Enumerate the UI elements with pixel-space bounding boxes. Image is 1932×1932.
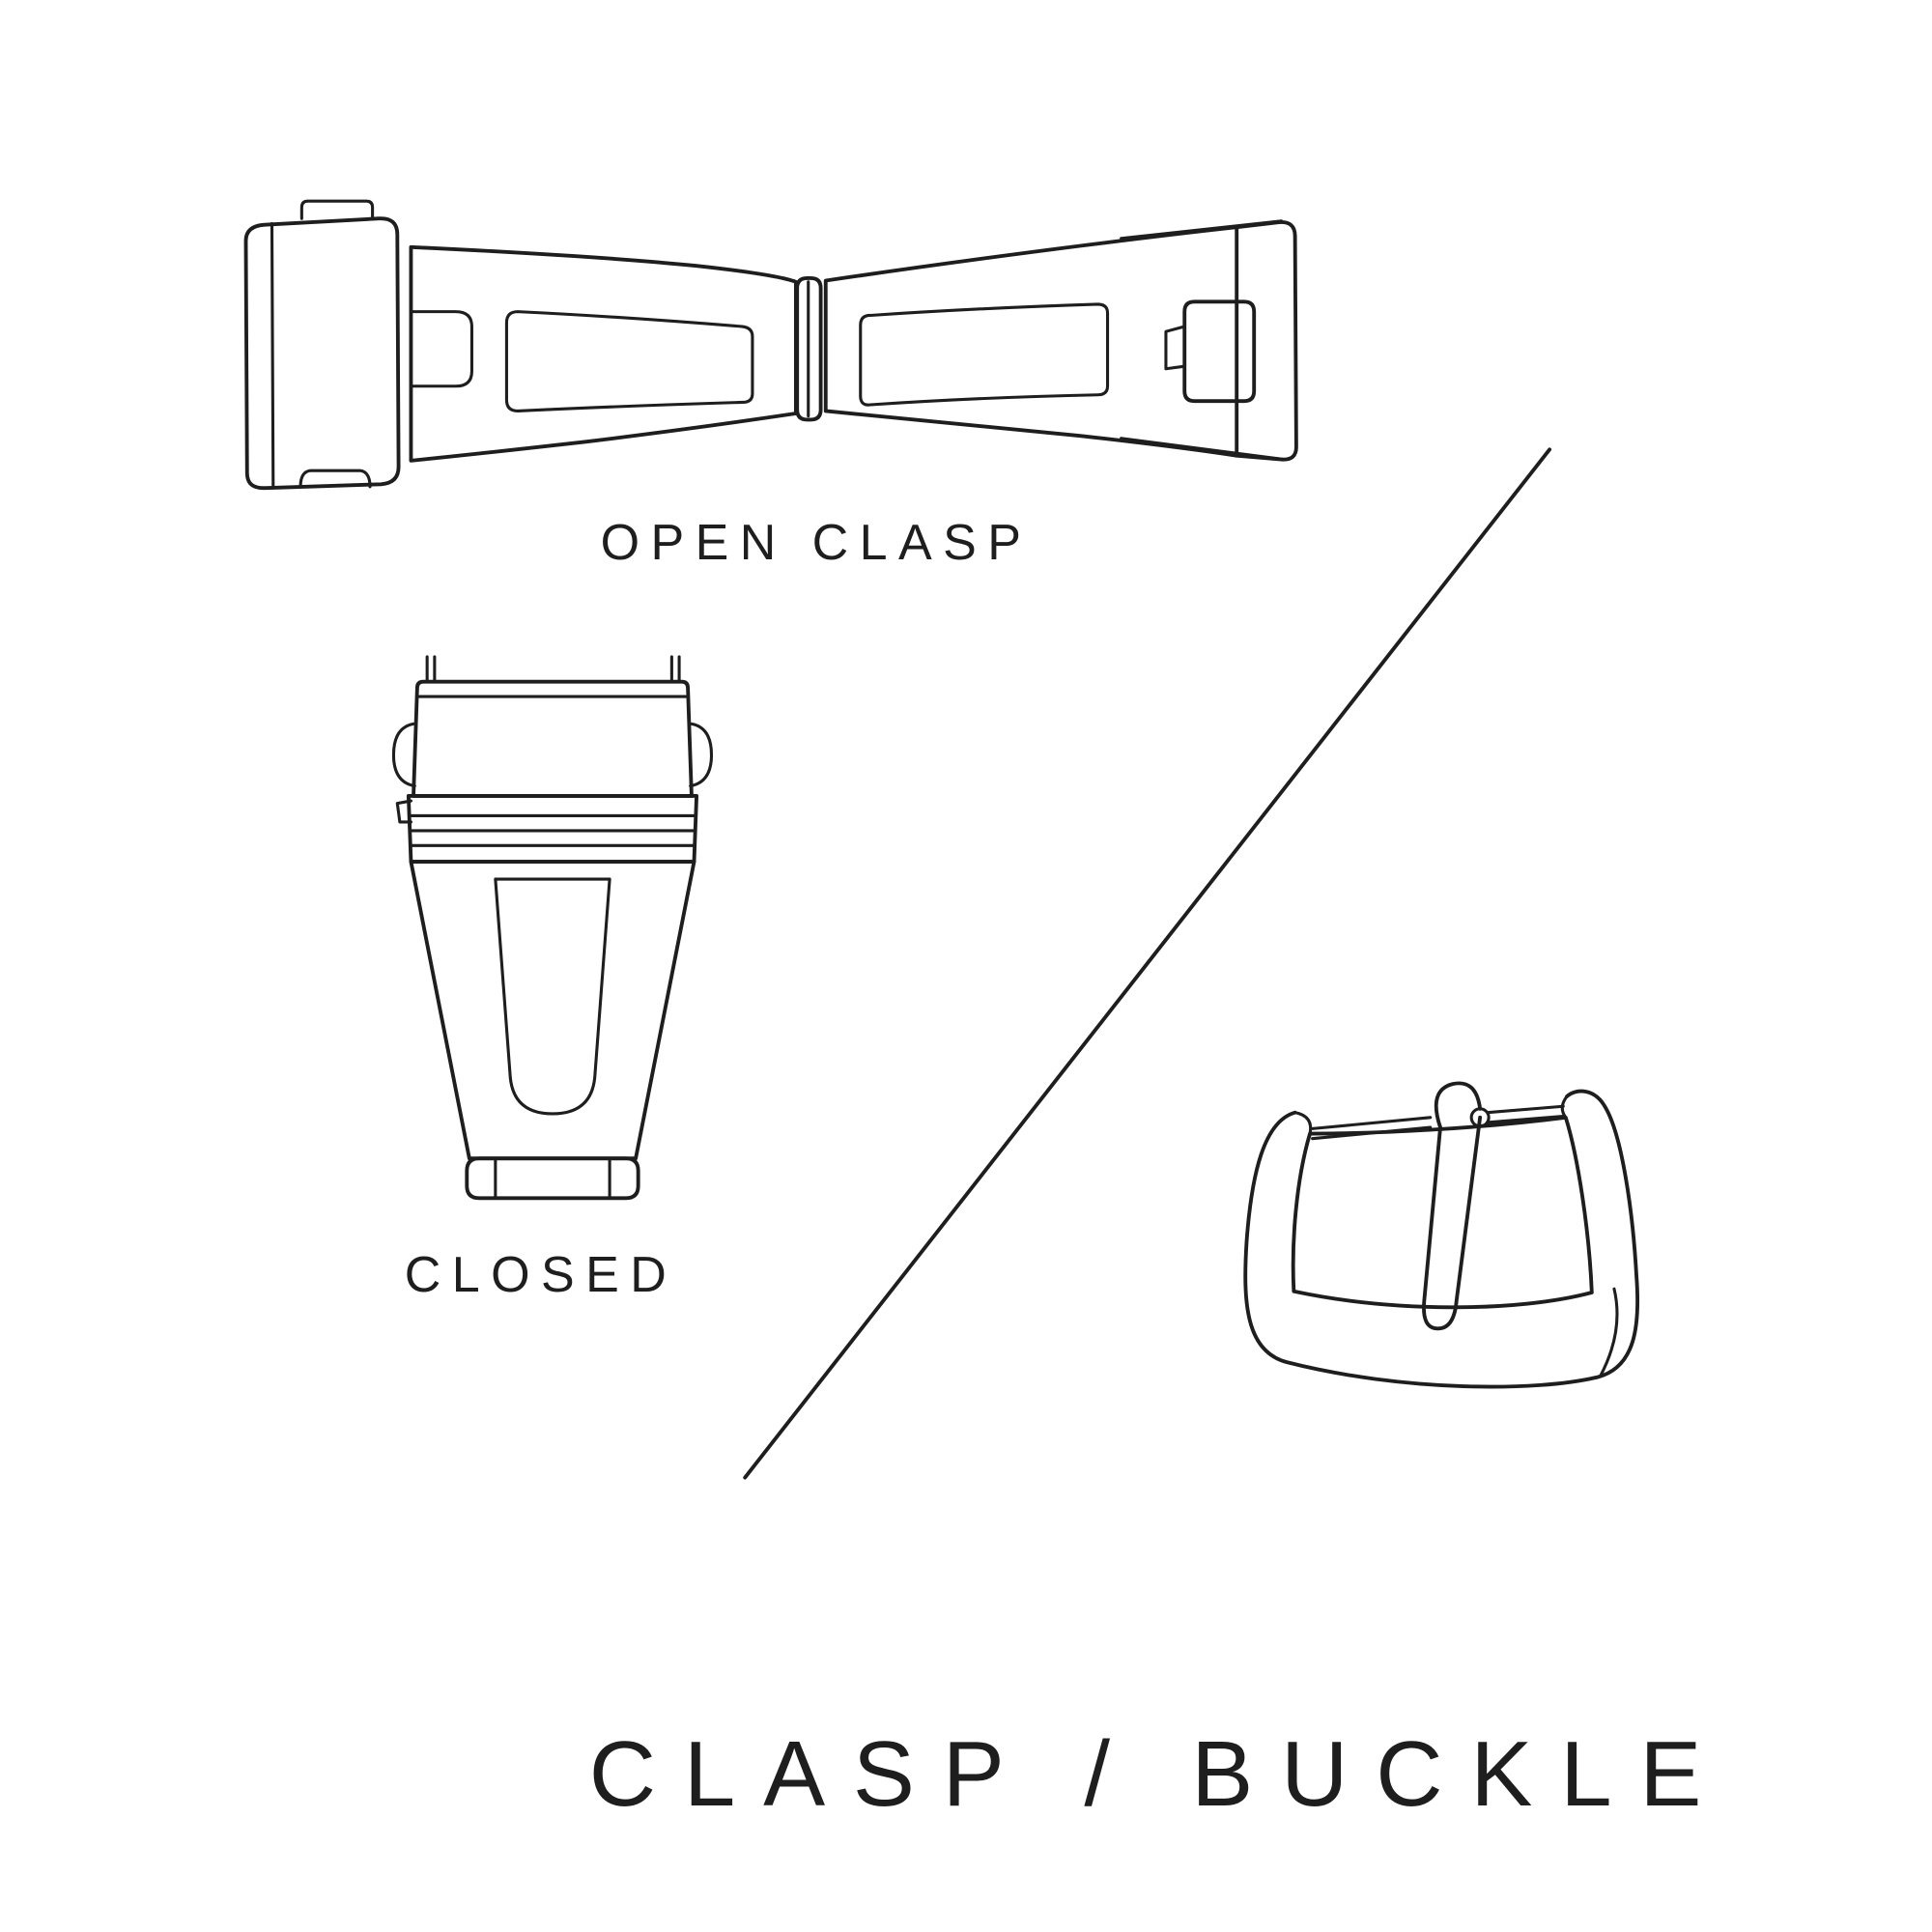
clasp-body: [409, 860, 696, 1161]
buckle-tongue: [1422, 1081, 1483, 1331]
clasp-top-cover: [391, 679, 714, 798]
closed-clasp-label: CLOSED: [404, 1247, 678, 1303]
buckle-illustration: [1243, 1081, 1640, 1389]
clasp-fold-band: [395, 793, 699, 864]
open-clasp-label: OPEN CLASP: [600, 515, 1033, 571]
buckle-pin: [1311, 1104, 1565, 1141]
clasp-left-end-piece: [243, 199, 401, 491]
clasp-center-hinge: [795, 275, 823, 422]
clasp-bottom-cap: [465, 1156, 640, 1201]
diagram-title: CLASP / BUCKLE: [588, 1722, 1730, 1826]
clasp-top-prongs: [425, 655, 681, 682]
clasp-right-arm: [823, 225, 1239, 458]
closed-clasp-illustration: [391, 655, 714, 1201]
buckle-frame: [1243, 1089, 1640, 1389]
diagonal-divider: [743, 447, 1552, 1480]
clasp-left-arm: [409, 244, 798, 463]
clasp-right-end-piece: [1120, 219, 1298, 462]
open-clasp-illustration: [243, 199, 1298, 491]
